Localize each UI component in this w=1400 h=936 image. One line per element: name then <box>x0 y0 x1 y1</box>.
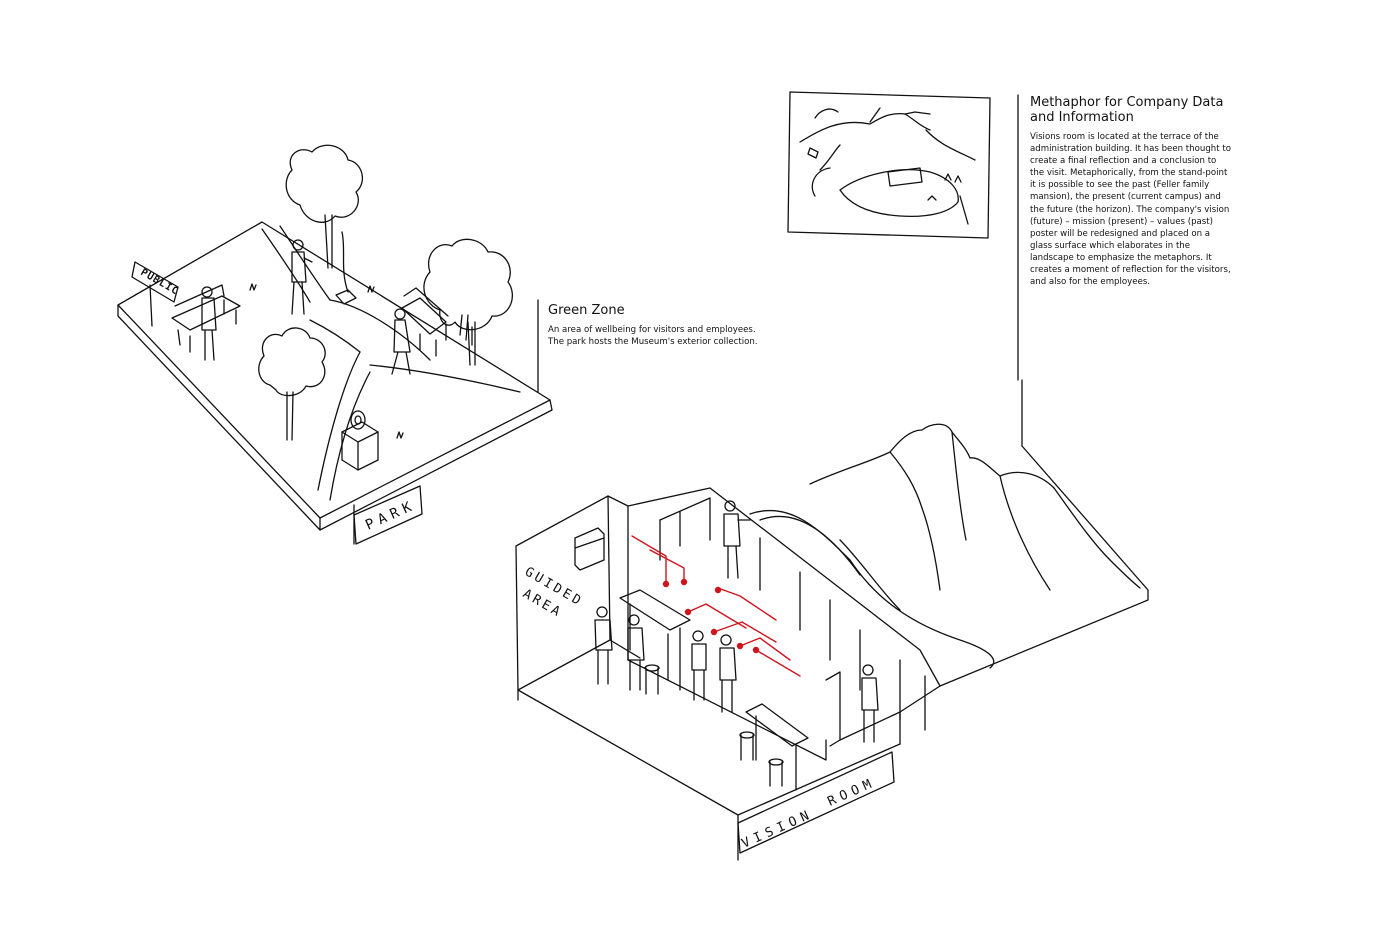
sculpture-pedestal <box>341 410 379 471</box>
person-bench <box>201 286 217 361</box>
metaphor-title: Methaphor for Company Data and Informati… <box>1030 95 1224 125</box>
bench-left <box>171 284 241 353</box>
vision-room-building <box>515 487 941 861</box>
person-walking <box>391 308 411 375</box>
metaphor-text: Visions room is located at the terrace o… <box>1030 132 1231 288</box>
red-data-markers <box>631 535 801 677</box>
park-platform <box>117 221 553 531</box>
grass-tufts <box>249 283 473 439</box>
green-zone-annotation: Green Zone An area of wellbeing for visi… <box>548 303 763 348</box>
map-sketch <box>787 91 991 239</box>
vision-label: VISION <box>740 807 816 852</box>
tree-right <box>423 238 513 366</box>
park-sign <box>353 485 423 545</box>
metaphor-annotation: Methaphor for Company Data and Informati… <box>1030 95 1232 288</box>
public-sign <box>131 261 179 327</box>
tree-left <box>258 327 326 441</box>
green-zone-text: An area of wellbeing for visitors and em… <box>548 325 758 348</box>
person-phone <box>291 239 313 315</box>
green-zone-title: Green Zone <box>548 303 625 318</box>
mountain-landscape <box>749 94 1149 687</box>
sculpture-tall <box>335 231 357 305</box>
bench-right <box>401 287 449 357</box>
tree-top <box>285 144 364 269</box>
